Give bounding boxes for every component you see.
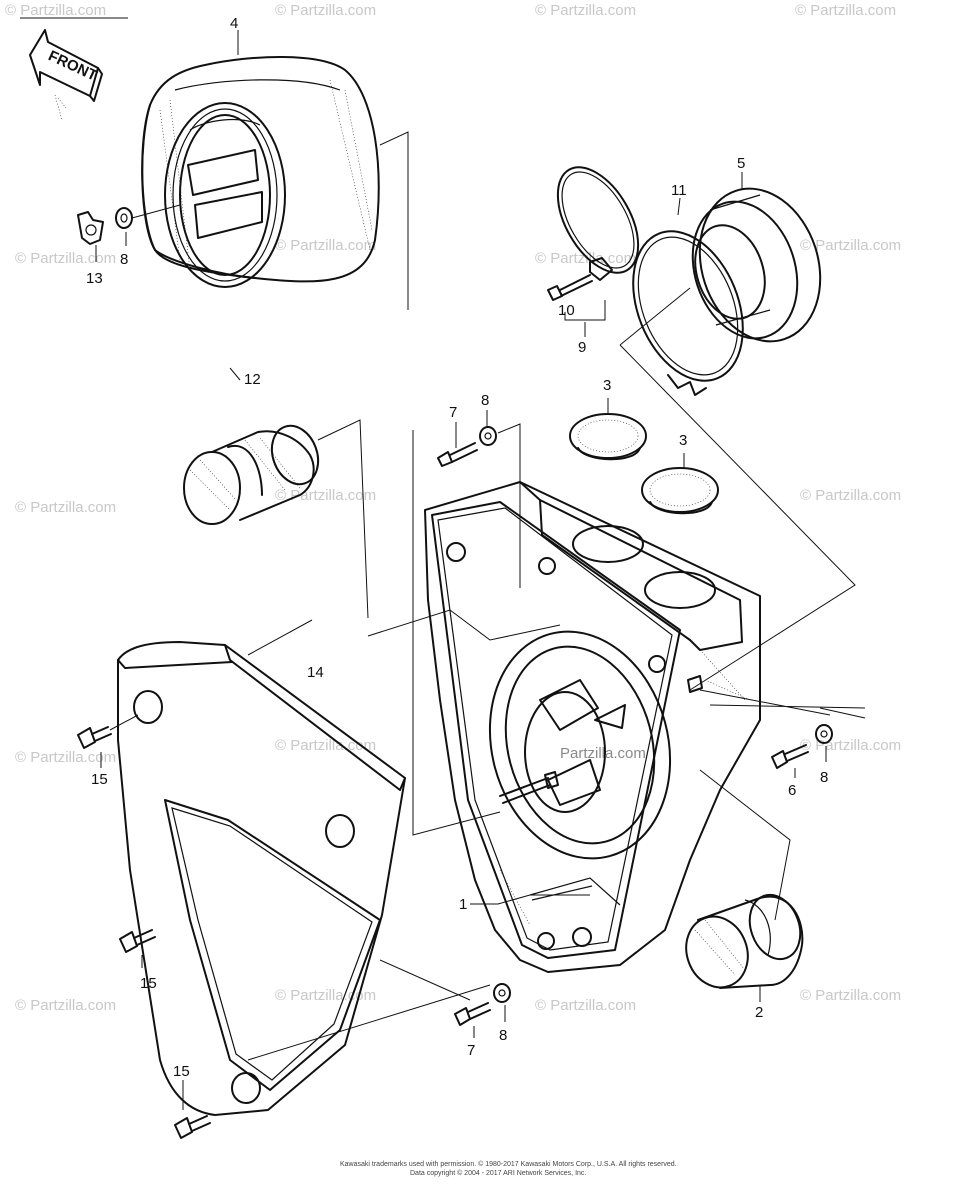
callout-6: 6: [788, 782, 796, 799]
washer-8-right: 8: [815, 724, 833, 786]
front-arrow: FRONT: [29, 29, 103, 121]
watermark: © Partzilla.com: [275, 237, 376, 254]
callout-8c: 8: [820, 769, 828, 786]
clamp-screw: 10 9: [547, 274, 606, 356]
leader-line: [699, 769, 791, 921]
washer-8-bottom: 8: [493, 983, 511, 1044]
callout-3b: 3: [679, 432, 687, 449]
callout-10: 10: [558, 302, 575, 319]
bolt-15-middle: 15: [119, 929, 157, 992]
callout-9: 9: [578, 339, 586, 356]
bolt-15-lower: 15: [173, 1063, 211, 1139]
intake-duct: 2: [685, 893, 804, 1021]
seal-ring: 11: [632, 182, 744, 396]
screw-7-top: 7: [437, 404, 478, 467]
callout-8d: 8: [499, 1027, 507, 1044]
watermark: © Partzilla.com: [800, 487, 901, 504]
callout-15c: 15: [173, 1063, 190, 1080]
watermark: © Partzilla.com: [5, 2, 106, 19]
elbow-hose: 12: [183, 367, 369, 619]
air-box-housing: 1 Partzilla.com: [424, 481, 761, 973]
air-cap: 5: [691, 155, 822, 343]
callout-8: 8: [120, 251, 128, 268]
hose-clamp: [556, 166, 640, 281]
watermark: © Partzilla.com: [15, 499, 116, 516]
watermark: © Partzilla.com: [535, 250, 636, 267]
watermark: © Partzilla.com: [275, 2, 376, 19]
callout-4: 4: [230, 15, 238, 32]
callout-14: 14: [307, 664, 324, 681]
wing-nut: 13: [77, 211, 104, 287]
side-cover: 14: [117, 619, 491, 1116]
air-filter-element: 4: [141, 15, 380, 288]
callout-11: 11: [671, 182, 687, 199]
watermark: © Partzilla.com: [275, 487, 376, 504]
leader-line: [367, 609, 561, 641]
copyright-line-2: Data copyright © 2004 - 2017 ARI Network…: [410, 1169, 586, 1177]
screw-7-bottom: 7: [454, 1002, 491, 1059]
bolt-15-upper: 15: [77, 714, 139, 788]
callout-1: 1: [459, 896, 467, 913]
watermark: © Partzilla.com: [15, 749, 116, 766]
watermark: © Partzilla.com: [275, 737, 376, 754]
callout-8b: 8: [481, 392, 489, 409]
callout-5: 5: [737, 155, 745, 172]
callout-12: 12: [244, 371, 261, 388]
watermark: © Partzilla.com: [795, 2, 896, 19]
watermark: © Partzilla.com: [535, 2, 636, 19]
leader-line: [379, 131, 409, 310]
copyright-line-1: Kawasaki trademarks used with permission…: [340, 1160, 677, 1168]
callout-15: 15: [91, 771, 108, 788]
copyright-footer: Kawasaki trademarks used with permission…: [340, 1160, 677, 1177]
leader-line: [699, 689, 866, 719]
leader-line: [619, 287, 856, 691]
washer-8-top: 8: [115, 204, 181, 268]
blind-plug-lower: 3: [641, 432, 719, 515]
center-watermark: Partzilla.com: [560, 745, 646, 762]
blind-plug-upper: 3: [569, 377, 647, 461]
watermark: © Partzilla.com: [800, 737, 901, 754]
watermark: © Partzilla.com: [15, 997, 116, 1014]
watermark: © Partzilla.com: [800, 987, 901, 1004]
watermark: © Partzilla.com: [535, 997, 636, 1014]
callout-2: 2: [755, 1004, 763, 1021]
watermark: © Partzilla.com: [800, 237, 901, 254]
callout-15b: 15: [140, 975, 157, 992]
leader-line: [412, 430, 501, 836]
washer-8-housing: 8: [479, 392, 521, 588]
screw-6: 6: [771, 744, 809, 799]
callout-3: 3: [603, 377, 611, 394]
watermark: © Partzilla.com: [15, 250, 116, 267]
callout-7: 7: [449, 404, 457, 421]
callout-13: 13: [86, 270, 103, 287]
watermark-layer: © Partzilla.com © Partzilla.com © Partzi…: [5, 2, 901, 1014]
callout-7b: 7: [467, 1042, 475, 1059]
